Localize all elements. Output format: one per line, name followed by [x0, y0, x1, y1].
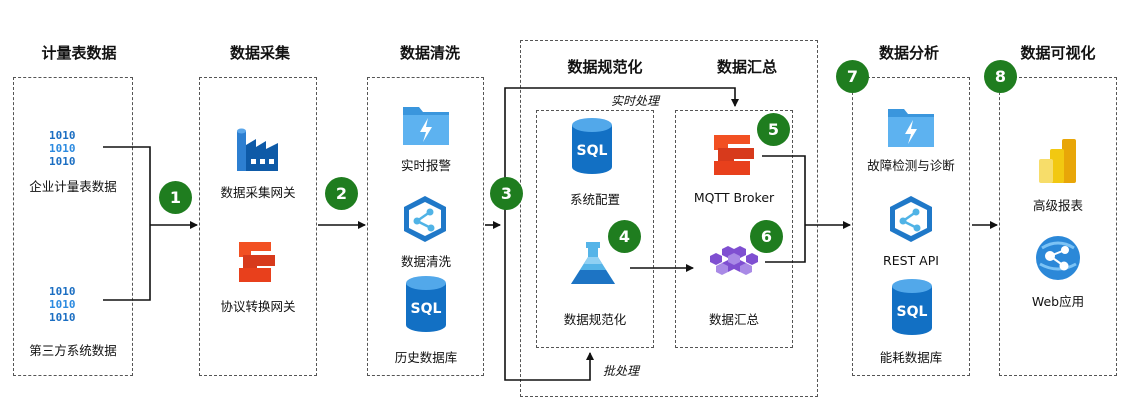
factory-icon: [234, 125, 282, 171]
flow-meter-merge: [103, 146, 151, 301]
web-app-label: Web应用: [1031, 294, 1085, 309]
data-normalize-label: 数据规范化: [563, 312, 627, 327]
binary-data-icon: 1010 1010 1010: [49, 284, 97, 324]
batch-flow-label: 批处理: [603, 364, 640, 378]
lightning-folder-icon: [401, 103, 451, 147]
visualize-group-box: [999, 77, 1117, 376]
svg-text:SQL: SQL: [897, 304, 928, 320]
rest-api-icon: [888, 195, 934, 243]
advanced-report-label: 高级报表: [1032, 198, 1083, 213]
collect-group-box: [199, 77, 317, 376]
history-db-label: 历史数据库: [394, 350, 458, 365]
mqtt-broker-label: MQTT Broker: [693, 190, 775, 205]
step-badge-8: 8: [984, 60, 1017, 93]
svg-text:1010: 1010: [49, 155, 76, 168]
flow-realtime: [504, 87, 739, 225]
sql-database-icon: SQL: [890, 278, 934, 336]
svg-text:SQL: SQL: [577, 143, 608, 159]
step-badge-5: 5: [757, 113, 790, 146]
fault-detect-label: 故障检测与诊断: [867, 158, 955, 173]
sql-database-icon: SQL: [404, 275, 448, 333]
realtime-alarm-label: 实时报警: [400, 158, 451, 173]
gateway-label: 数据采集网关: [220, 185, 296, 200]
meter-group-box: [13, 77, 133, 376]
energy-db-label: 能耗数据库: [879, 350, 943, 365]
column-title-visualize: 数据可视化: [1020, 44, 1096, 62]
svg-text:1010: 1010: [49, 142, 76, 155]
svg-text:1010: 1010: [49, 311, 76, 324]
mqtt-broker-icon: [708, 131, 760, 179]
data-aggregate-label: 数据汇总: [708, 312, 759, 327]
analyze-group-box: [852, 77, 970, 376]
power-bi-icon: [1036, 137, 1080, 185]
column-title-aggregate: 数据汇总: [716, 58, 777, 76]
normalize-group-box: [536, 110, 654, 348]
processing-group-box: [520, 40, 818, 397]
column-title-collect: 数据采集: [229, 44, 290, 62]
step-badge-4: 4: [608, 220, 641, 253]
sql-database-icon: SQL: [570, 117, 614, 175]
third-party-label: 第三方系统数据: [29, 343, 117, 358]
svg-text:1010: 1010: [49, 129, 76, 142]
normalize-flask-icon: [569, 240, 617, 286]
binary-data-icon: 1010 1010 1010: [49, 128, 97, 168]
data-cleaning-label: 数据清洗: [400, 254, 451, 269]
web-app-icon: [1034, 234, 1082, 282]
step-badge-3: 3: [490, 177, 523, 210]
lightning-folder-icon: [886, 105, 936, 149]
rest-api-label: REST API: [883, 253, 939, 268]
flow-to-analyze-merge: [762, 155, 806, 263]
data-aggregate-icon: [708, 244, 760, 276]
step-badge-6: 6: [750, 220, 783, 253]
column-title-meter: 计量表数据: [41, 44, 117, 62]
aggregate-group-box: [675, 110, 793, 348]
svg-text:1010: 1010: [49, 285, 76, 298]
sys-config-label: 系统配置: [569, 192, 620, 207]
svg-text:SQL: SQL: [411, 301, 442, 317]
step-badge-7: 7: [836, 60, 869, 93]
flow-batch: [504, 225, 594, 381]
column-title-clean: 数据清洗: [399, 44, 460, 62]
svg-text:1010: 1010: [49, 298, 76, 311]
data-cleaning-icon: [402, 195, 448, 243]
realtime-flow-label: 实时处理: [611, 94, 660, 108]
clean-group-box: [367, 77, 484, 376]
step-badge-2: 2: [325, 177, 358, 210]
enterprise-meter-label: 企业计量表数据: [29, 179, 117, 194]
column-title-analyze: 数据分析: [878, 44, 939, 62]
step-badge-1: 1: [159, 181, 192, 214]
protocol-gateway-label: 协议转换网关: [220, 299, 296, 314]
column-title-normalize: 数据规范化: [567, 58, 643, 76]
protocol-gateway-icon: [233, 238, 281, 286]
